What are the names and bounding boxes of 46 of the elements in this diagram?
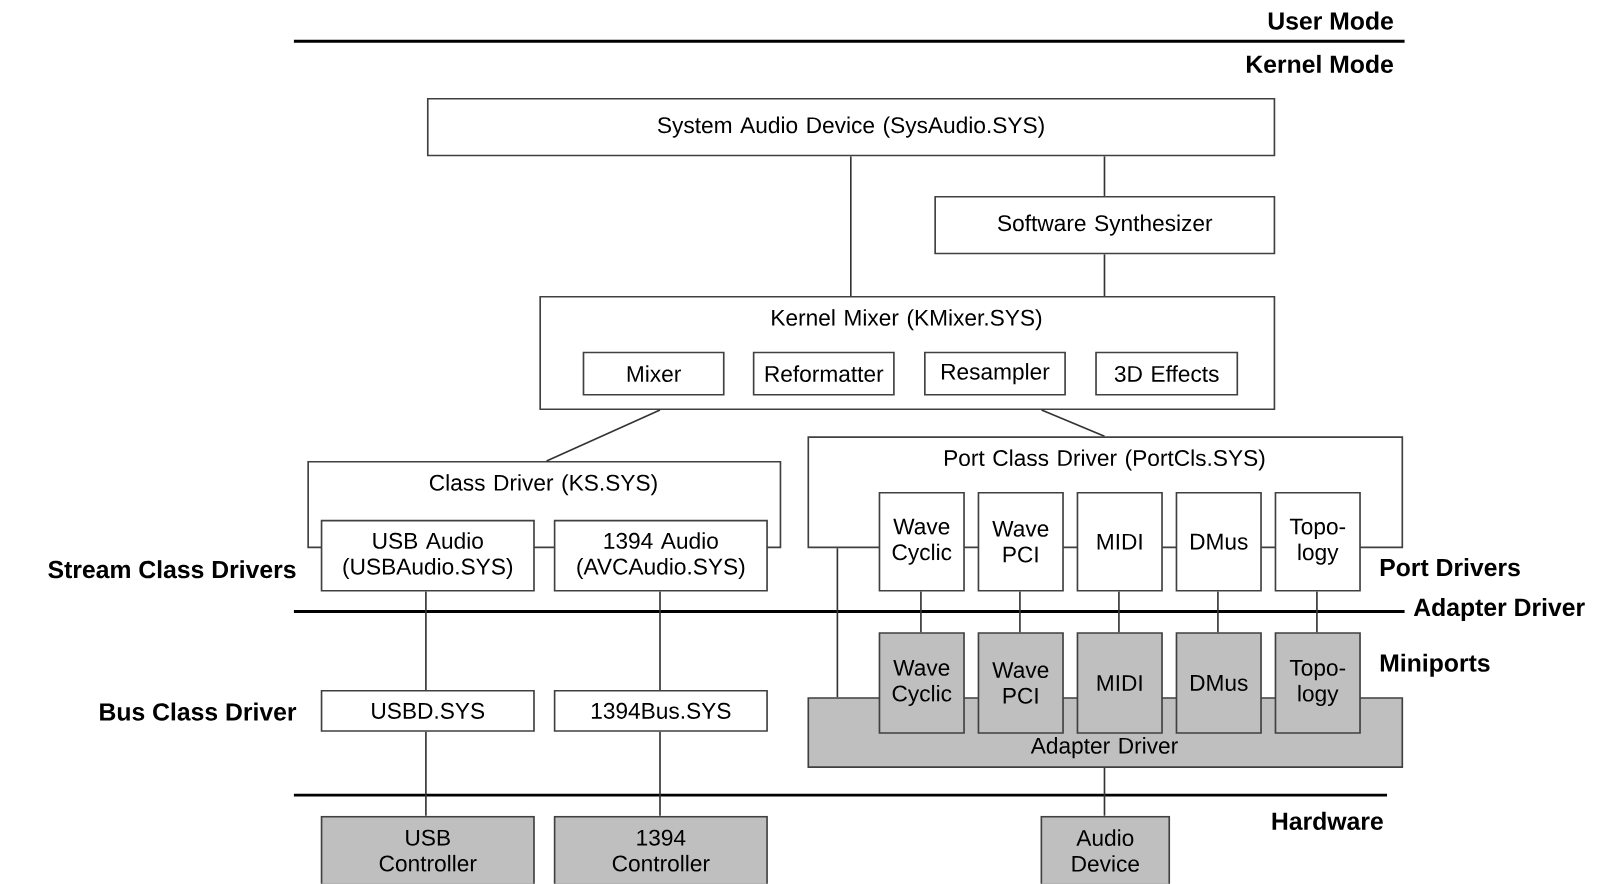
connector-line [1019, 590, 1021, 634]
layer-label: User Mode [1268, 11, 1393, 30]
layer-label: Stream Class Drivers [48, 560, 296, 579]
driver-box: 1394 Audio (AVCAudio.SYS) [553, 519, 768, 592]
driver-box: Wave PCI [977, 492, 1064, 592]
driver-box: USBD.SYS [320, 690, 535, 732]
connector-line [1316, 590, 1318, 634]
layer-label: Port Drivers [1380, 558, 1520, 577]
hardware-box: MIDI [1076, 632, 1163, 734]
component-box: 3D Effects [1095, 351, 1239, 396]
connector-line [1103, 767, 1106, 817]
hardware-box: 1394 Controller [553, 815, 768, 884]
hardware-box: Wave PCI [977, 632, 1064, 734]
driver-box: Wave Cyclic [878, 492, 965, 592]
driver-box: USB Audio (USBAudio.SYS) [320, 519, 535, 592]
driver-box: 1394Bus.SYS [553, 690, 768, 732]
connector-line [1103, 253, 1106, 297]
driver-box: DMus [1175, 492, 1262, 592]
hardware-box: USB Controller [320, 815, 535, 884]
connector-line [836, 547, 839, 699]
connector-line [545, 409, 661, 462]
component-box: Resampler [924, 351, 1066, 396]
hardware-box: Wave Cyclic [878, 632, 965, 734]
layer-label: Kernel Mode [1247, 55, 1393, 74]
layer-label: Bus Class Driver [100, 702, 297, 721]
component-box: Reformatter [752, 351, 895, 396]
component-box: Mixer [582, 351, 725, 396]
driver-box: Software Synthesizer [934, 196, 1276, 255]
hardware-box: Audio Device [1040, 815, 1171, 884]
connector-line [849, 155, 852, 297]
connector-line [425, 731, 427, 817]
layer-label: Miniports [1380, 653, 1490, 677]
hardware-box: DMus [1175, 632, 1262, 734]
layer-label: Adapter Driver [1413, 598, 1585, 622]
connector-line [1103, 155, 1106, 197]
connector-line [425, 590, 427, 691]
connector-line [659, 590, 661, 691]
driver-box: Topo- logy [1274, 492, 1361, 592]
layer-label: Hardware [1272, 811, 1383, 831]
driver-box: MIDI [1076, 492, 1163, 592]
connector-line [659, 731, 661, 817]
connector-line [1118, 590, 1120, 634]
driver-box: System Audio Device (SysAudio.SYS) [426, 98, 1276, 157]
hardware-box: Topo- logy [1274, 632, 1361, 734]
connector-line [920, 590, 922, 634]
connector-line [1217, 590, 1219, 634]
